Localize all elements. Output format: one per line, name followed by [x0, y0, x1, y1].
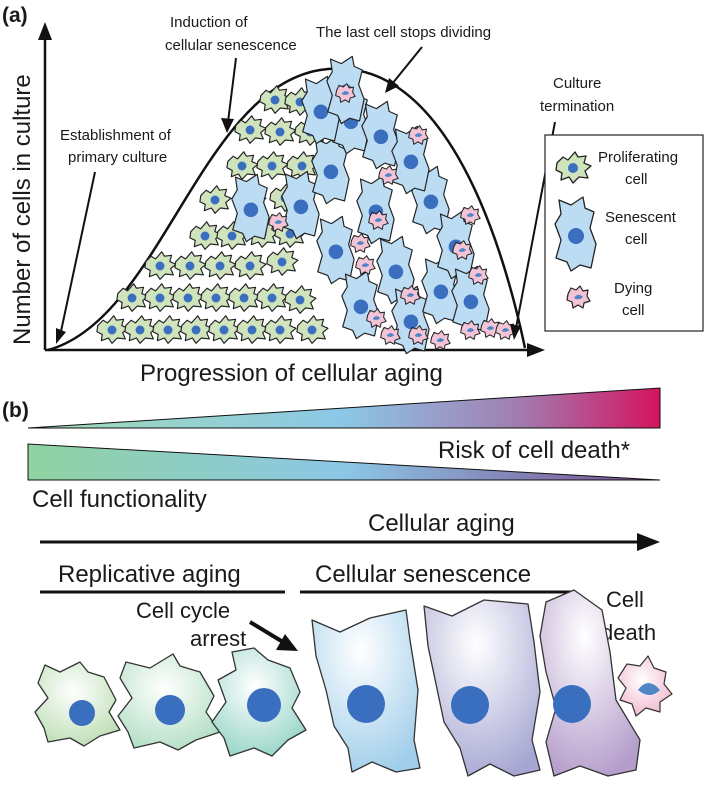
dying-nucleus — [638, 683, 660, 695]
nucleus — [69, 700, 95, 726]
nucleus — [553, 685, 591, 723]
senescent-cell — [231, 173, 270, 243]
proliferating-cell — [208, 315, 241, 344]
progression-cell-5 — [423, 599, 541, 777]
annotation-last-cell: The last cell stops dividing — [316, 24, 491, 93]
legend-proliferating-text-2: cell — [625, 171, 648, 188]
annotation-establishment: Establishment of primary culture — [56, 127, 172, 344]
cell-death-text-1: Cell — [606, 587, 644, 612]
legend-proliferating-text-1: Proliferating — [598, 149, 678, 166]
proliferating-cell — [116, 283, 149, 312]
cell-death-text-2: death — [601, 620, 656, 645]
proliferating-cell — [234, 251, 267, 280]
proliferating-cell — [204, 251, 237, 280]
last-cell-text: The last cell stops dividing — [316, 24, 491, 41]
nucleus — [247, 688, 281, 722]
progression-cell-dying — [617, 655, 673, 717]
induction-text-1: Induction of — [170, 14, 248, 31]
induction-text-2: cellular senescence — [165, 37, 297, 54]
progression-cell-2 — [117, 653, 221, 751]
cell-cycle-arrest-text-2: arrest — [190, 626, 246, 651]
nucleus — [347, 685, 385, 723]
panel-b-label: (b) — [2, 399, 29, 422]
nucleus — [155, 695, 185, 725]
dying-cell — [355, 255, 376, 275]
annotation-induction: Induction of cellular senescence — [165, 14, 297, 133]
establishment-text-2: primary culture — [68, 149, 167, 166]
senescent-cell — [356, 175, 395, 245]
proliferating-cell — [284, 285, 317, 314]
growth-curve — [47, 67, 527, 352]
establishment-text-1: Establishment of — [60, 127, 172, 144]
proliferating-cell — [174, 251, 207, 280]
proliferating-cell — [96, 315, 129, 344]
dying-cell — [350, 233, 371, 253]
progression-cell-1 — [34, 661, 121, 747]
proliferating-cell — [236, 315, 269, 344]
replicative-aging-label: Replicative aging — [58, 561, 241, 588]
proliferating-cell — [124, 315, 157, 344]
proliferating-cell — [296, 315, 329, 344]
senescent-cell — [341, 270, 380, 340]
proliferating-cell — [256, 151, 289, 180]
risk-gradient-wedge — [27, 387, 661, 429]
cellular-senescence-label: Cellular senescence — [315, 561, 531, 588]
proliferating-cell — [144, 283, 177, 312]
proliferating-cell — [264, 117, 297, 146]
legend-senescent-text-2: cell — [625, 231, 648, 248]
proliferating-cell — [226, 151, 259, 180]
proliferating-cell — [256, 283, 289, 312]
senescent-cell — [281, 170, 320, 240]
senescent-cell — [361, 100, 400, 170]
functionality-gradient-wedge — [27, 443, 661, 481]
proliferating-cell — [264, 315, 297, 344]
proliferating-cell — [172, 283, 205, 312]
cell-cycle-arrest-text-1: Cell cycle — [136, 598, 230, 623]
axes — [38, 22, 545, 357]
cell-cycle-arrest-arrow — [248, 620, 298, 651]
progression-cell-3 — [211, 647, 307, 757]
aging-progression-cells — [34, 589, 673, 777]
proliferating-cell — [199, 185, 232, 214]
proliferating-cell — [180, 315, 213, 344]
cell-population — [96, 55, 516, 355]
legend: Proliferating cell Senescent cell Dying … — [544, 134, 704, 332]
panel-a-label: (a) — [2, 4, 28, 27]
legend-dying-text-1: Dying — [614, 280, 652, 297]
proliferating-cell — [152, 315, 185, 344]
legend-senescent-text-1: Senescent — [605, 209, 677, 226]
dying-cell — [430, 330, 451, 350]
nucleus — [451, 686, 489, 724]
proliferating-cell — [228, 283, 261, 312]
proliferating-cell — [200, 283, 233, 312]
cellular-aging-arrow — [40, 533, 660, 551]
proliferating-cell — [189, 221, 222, 250]
termination-text-1: Culture — [553, 75, 601, 92]
cell-functionality-label: Cell functionality — [32, 486, 207, 513]
proliferating-cell — [266, 247, 299, 276]
senescent-cell — [316, 215, 355, 285]
y-axis-label: Number of cells in culture — [9, 74, 36, 345]
x-axis-label: Progression of cellular aging — [140, 360, 443, 387]
progression-cell-4 — [311, 609, 421, 773]
progression-cell-6 — [539, 589, 641, 777]
cellular-aging-label: Cellular aging — [368, 510, 515, 537]
legend-dying-text-2: cell — [622, 302, 645, 319]
termination-text-2: termination — [540, 98, 614, 115]
risk-of-cell-death-label: Risk of cell death* — [438, 437, 630, 464]
